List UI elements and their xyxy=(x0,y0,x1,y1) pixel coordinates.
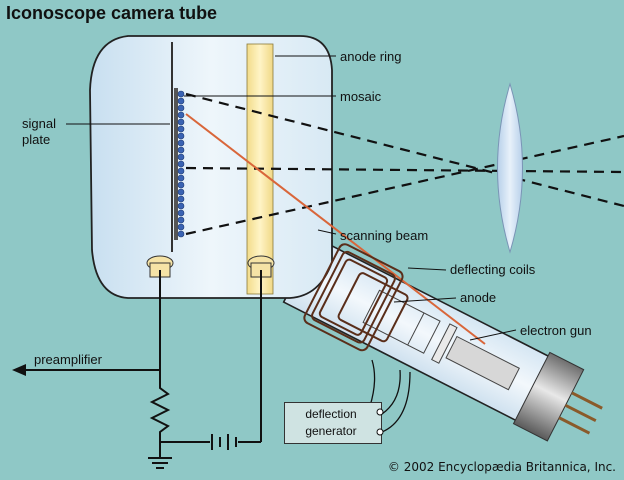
mosaic-dots xyxy=(177,90,185,238)
mosaic-dot xyxy=(177,118,185,126)
copyright-notice: © 2002 Encyclopædia Britannica, Inc. xyxy=(387,460,616,474)
mosaic-dot xyxy=(177,125,185,133)
mosaic-dot xyxy=(177,167,185,175)
label-deflecting-coils: deflecting coils xyxy=(450,262,536,277)
mosaic-dot xyxy=(177,146,185,154)
label-anode: anode xyxy=(460,290,497,305)
mosaic-dot xyxy=(177,153,185,161)
mosaic-dot xyxy=(177,90,185,98)
mosaic-dot xyxy=(177,202,185,210)
scanning-beam-line xyxy=(185,113,486,345)
label-anode-ring: anode ring xyxy=(340,49,402,64)
mosaic-dot xyxy=(177,111,185,119)
mosaic-dot xyxy=(177,230,185,238)
mosaic-dot xyxy=(177,160,185,168)
label-mosaic: mosaic xyxy=(340,89,382,104)
ground-symbol xyxy=(148,457,172,469)
tube-bulb xyxy=(89,35,333,299)
mosaic-dot xyxy=(177,209,185,217)
mosaic-dot xyxy=(177,174,185,182)
deflection-generator-box: deflection generator xyxy=(284,402,382,444)
generator-wires xyxy=(369,359,411,433)
tube-base xyxy=(512,351,603,442)
light-rays xyxy=(185,92,624,236)
mosaic-dot xyxy=(177,188,185,196)
mosaic-dot xyxy=(177,97,185,105)
mosaic-dot xyxy=(177,132,185,140)
label-generator: generator xyxy=(305,424,357,438)
label-deflection: deflection xyxy=(305,407,357,421)
battery-symbol xyxy=(211,434,237,450)
mosaic-dot xyxy=(177,181,185,189)
mosaic-dot xyxy=(177,104,185,112)
lens xyxy=(497,82,523,254)
label-preamplifier: preamplifier xyxy=(34,352,102,367)
label-signal-line1: signal xyxy=(22,116,56,131)
deflecting-coils-drawing xyxy=(303,243,409,352)
diagram-title: Iconoscope camera tube xyxy=(6,3,218,23)
mosaic-dot xyxy=(177,139,185,147)
label-scanning-beam: scanning beam xyxy=(340,228,429,243)
electron-gun-assembly xyxy=(362,289,520,391)
circuit-wiring xyxy=(24,270,262,458)
mosaic-dot xyxy=(177,223,185,231)
preamplifier-arrow xyxy=(12,364,26,376)
label-signal-line2: plate xyxy=(22,132,51,147)
label-electron-gun: electron gun xyxy=(520,323,592,338)
leader-lines xyxy=(66,55,517,341)
mosaic-dot xyxy=(177,195,185,203)
lead-terminals xyxy=(146,255,275,278)
mosaic-dot xyxy=(177,216,185,224)
mosaic-backing xyxy=(174,88,178,240)
